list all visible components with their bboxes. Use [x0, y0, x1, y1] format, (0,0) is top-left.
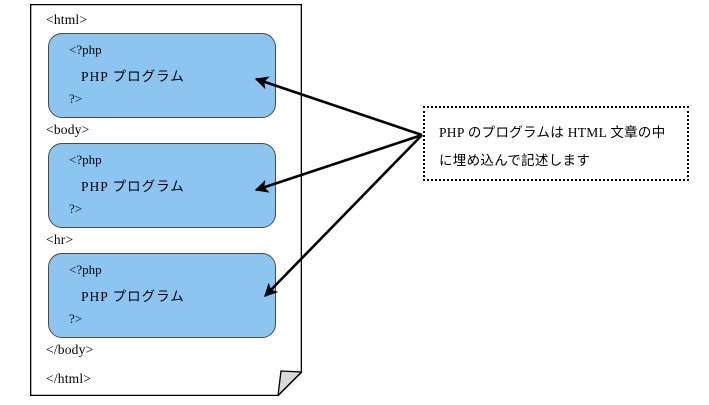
tag-label-html-close: </html> — [46, 371, 92, 386]
php-body-text-1: PHP プログラム — [81, 69, 185, 84]
php-close-tag-2: ?> — [69, 201, 83, 216]
php-body-text-3: PHP プログラム — [81, 289, 185, 304]
page-fold-corner — [277, 370, 302, 396]
php-code-block-1: <?php PHP プログラム ?> — [48, 33, 276, 118]
callout-text-line-2: に埋め込んで記述します — [439, 153, 591, 168]
php-open-tag-3: <?php — [69, 262, 102, 277]
php-open-tag-1: <?php — [69, 42, 102, 57]
annotation-callout-box: PHP のプログラムは HTML 文章の中 に埋め込んで記述します — [423, 106, 689, 181]
tag-label-hr: <hr> — [46, 232, 74, 247]
php-code-block-3: <?php PHP プログラム ?> — [48, 253, 276, 338]
php-open-tag-2: <?php — [69, 152, 102, 167]
callout-text-line-1: PHP のプログラムは HTML 文章の中 — [439, 125, 666, 140]
php-code-block-2: <?php PHP プログラム ?> — [48, 143, 276, 228]
php-close-tag-1: ?> — [69, 91, 83, 106]
php-close-tag-3: ?> — [69, 311, 83, 326]
tag-label-html-open: <html> — [46, 12, 88, 27]
php-body-text-2: PHP プログラム — [81, 179, 185, 194]
tag-label-body-open: <body> — [46, 122, 90, 137]
tag-label-body-close: </body> — [46, 342, 94, 357]
